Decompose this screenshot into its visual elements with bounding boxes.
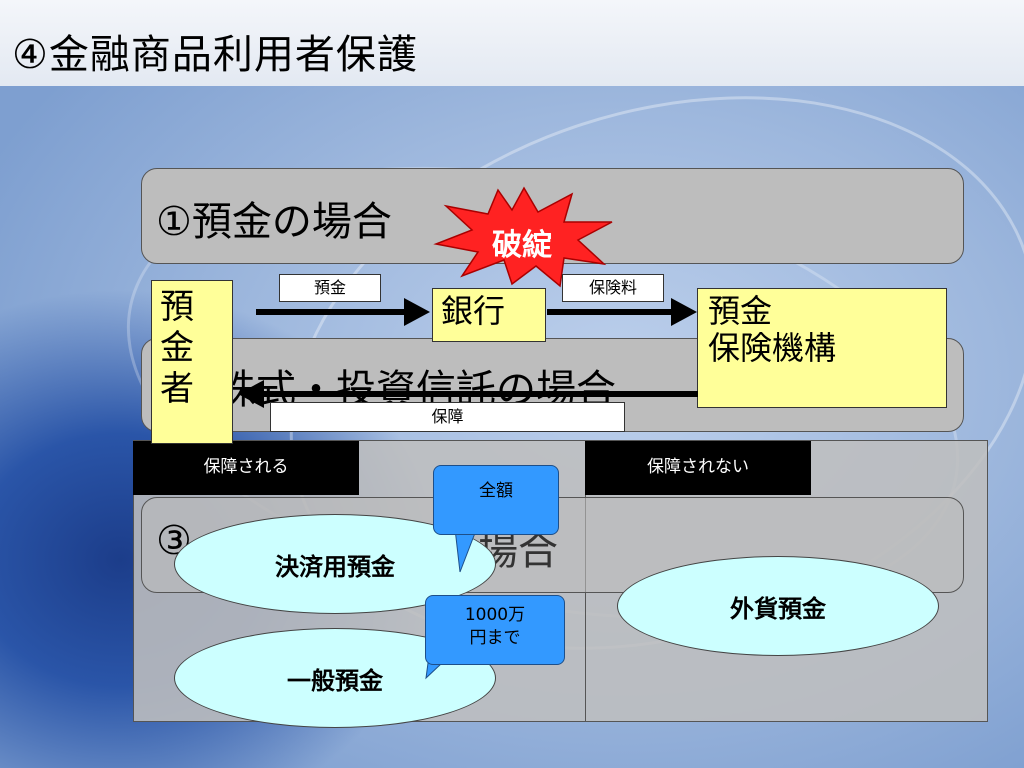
depositor-box: 預 金 者 [151, 280, 233, 444]
slide-title: ④金融商品利用者保護 [12, 32, 418, 78]
header-not-protected: 保障されない [585, 441, 811, 495]
deposit-arrow [256, 309, 406, 315]
dic-label-line1: 預金 [708, 292, 773, 330]
deposit-arrow-head [404, 298, 430, 326]
premium-flow-label: 保険料 [562, 274, 664, 302]
bankruptcy-burst [433, 186, 613, 288]
deposit-insurance-box: 預金 保険機構 [697, 288, 947, 408]
bank-label: 銀行 [441, 292, 506, 330]
premium-arrow [547, 309, 673, 315]
dic-label-line2: 保険機構 [708, 328, 837, 367]
premium-arrow-head [671, 298, 697, 326]
general-deposit-label: 一般預金 [287, 666, 383, 695]
general-deposit-ellipse: 一般預金 [174, 628, 496, 728]
foreign-currency-deposit-ellipse: 外貨預金 [617, 556, 939, 656]
deposit-flow-label: 預金 [279, 274, 381, 302]
bankruptcy-label: 破綻 [492, 228, 552, 263]
guarantee-arrow [262, 391, 698, 397]
header-protected: 保障される [133, 441, 359, 495]
callout-full-label: 全額 [479, 481, 513, 501]
panel-title: ①預金の場合 [156, 199, 392, 245]
guarantee-arrow-head [238, 380, 264, 408]
bank-box: 銀行 [432, 288, 546, 342]
guarantee-flow-label: 保障 [270, 402, 625, 432]
callout-limit-line2: 円まで [469, 627, 521, 648]
callout-full-amount: 全額 [433, 465, 559, 535]
callout-limit: 1000万 円まで [425, 595, 565, 665]
settlement-deposit-label: 決済用預金 [275, 552, 395, 581]
title-bar [0, 0, 1024, 86]
depositor-label: 預 金 者 [160, 287, 194, 409]
foreign-currency-deposit-label: 外貨預金 [730, 594, 826, 623]
callout-limit-line1: 1000万 [464, 605, 526, 625]
